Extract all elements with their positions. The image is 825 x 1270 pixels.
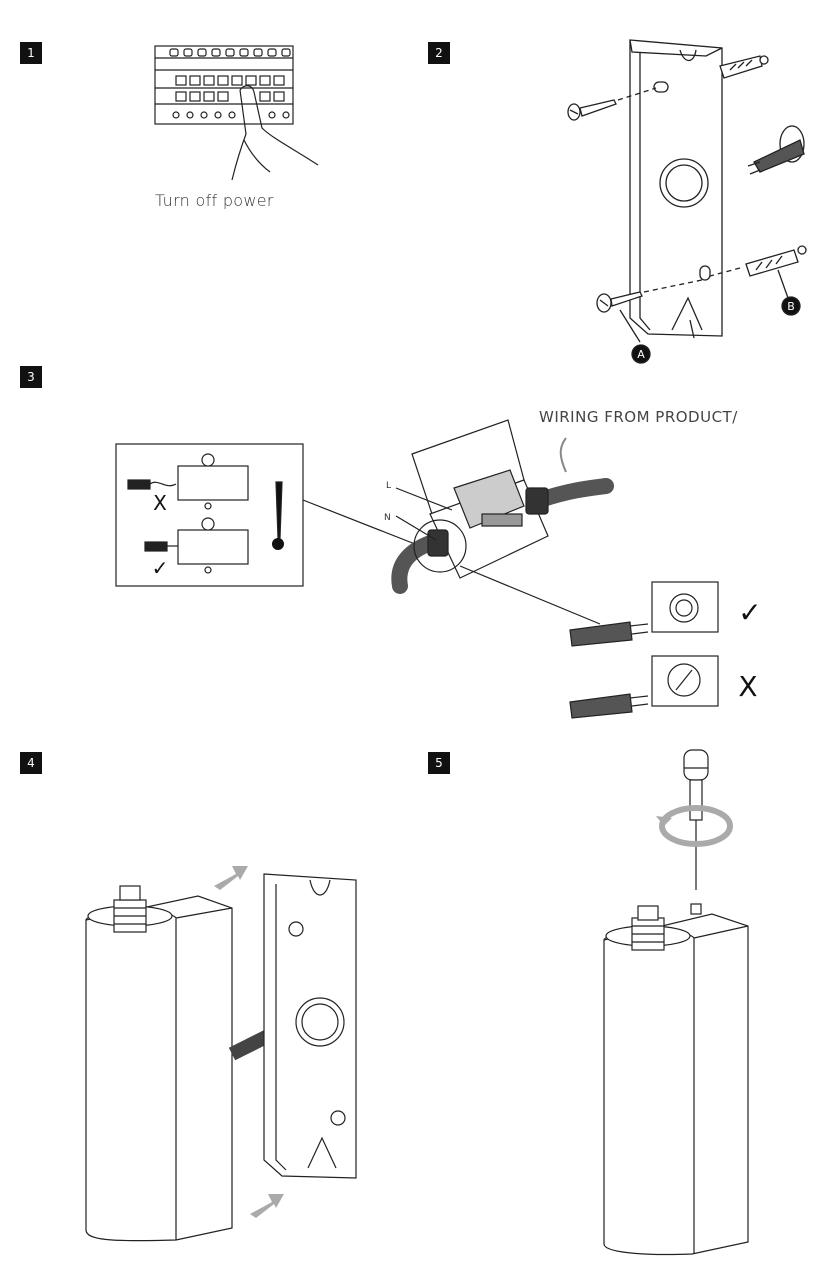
step-4-badge: 4: [20, 752, 42, 774]
callout-a: [631, 344, 651, 364]
gland-wrong-mark: X: [738, 670, 757, 703]
gland-wrong-illustration: [569, 655, 719, 719]
step-5-badge: 5: [428, 752, 450, 774]
mounting-plate-illustration: [567, 39, 807, 364]
callout-b: [781, 296, 801, 316]
inset-correct-mark: ✓: [152, 556, 169, 580]
terminal-l-label: L: [386, 481, 391, 491]
step-2-badge: 2: [428, 42, 450, 64]
wiring-detail-inset: [115, 443, 421, 587]
wiring-from-product-label: WIRING FROM PRODUCT/: [539, 408, 738, 426]
terminal-n-label: N: [384, 513, 391, 523]
gland-correct-illustration: [569, 581, 719, 647]
step-3-badge: 3: [20, 366, 42, 388]
gland-correct-mark: ✓: [738, 596, 761, 629]
callout-b-label: B: [787, 300, 795, 313]
junction-box-illustration: [391, 419, 614, 625]
step-1-caption: Turn off power: [155, 191, 274, 210]
inset-wrong-mark: X: [153, 491, 167, 515]
breaker-panel-illustration: [154, 45, 319, 181]
lamp-attach-illustration: [85, 866, 357, 1242]
callout-a-label: A: [637, 348, 645, 361]
step-1-badge: 1: [20, 42, 42, 64]
screw-tighten-illustration: [603, 749, 749, 1256]
